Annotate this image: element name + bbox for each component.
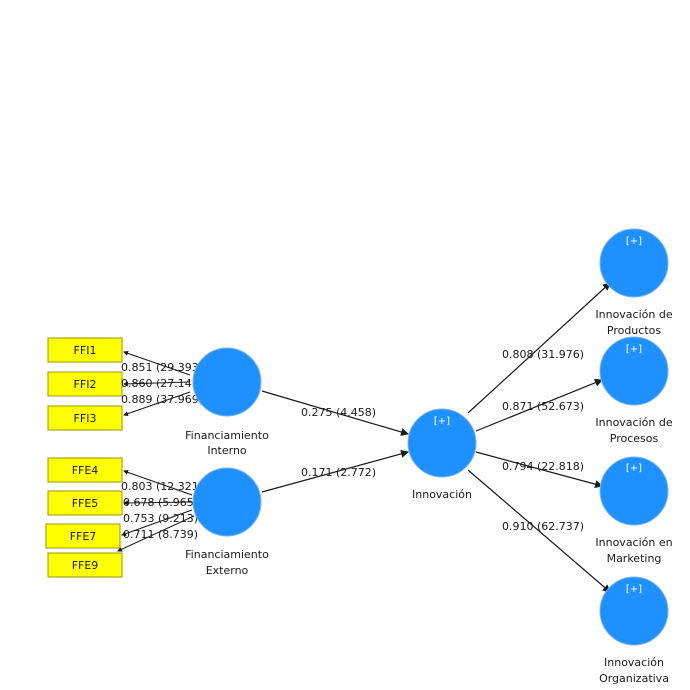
arrow-interno-ffi1 <box>123 350 191 376</box>
indicator-ffe4[interactable]: FFE4 <box>47 457 123 483</box>
construct-label: Financiamiento <box>185 429 269 442</box>
path-innovacion-organizativa: 0.910 (62.737) <box>502 520 584 533</box>
arrow-externo-ffe7 <box>121 509 193 537</box>
indicator-ffi3[interactable]: FFI3 <box>47 405 123 431</box>
indicator-ffe5[interactable]: FFE5 <box>47 490 123 516</box>
indicator-ffi2[interactable]: FFI2 <box>47 371 123 397</box>
arrow-innovacion-procesos <box>475 378 603 432</box>
indicator-label: FFI1 <box>74 344 97 357</box>
indicator-label: FFE7 <box>70 530 97 543</box>
arrow-innovacion-marketing <box>475 451 603 489</box>
indicator-label: FFE9 <box>72 559 99 572</box>
construct-label: Procesos <box>610 432 659 445</box>
path-innovacion-marketing: 0.794 (22.818) <box>502 460 584 473</box>
outer-loading-arrows <box>117 350 195 552</box>
expand-icon[interactable]: [+] <box>626 463 642 474</box>
arrow-interno-ffi3 <box>123 391 191 417</box>
path-externo-innovacion: 0.171 (2.772) <box>301 466 376 479</box>
construct-label: Innovación de <box>595 308 672 321</box>
indicator-ffe9[interactable]: FFE9 <box>47 552 123 578</box>
path-innovacion-procesos: 0.871 (52.673) <box>502 400 584 413</box>
expand-icon[interactable]: [+] <box>434 416 450 427</box>
indicator-ffi1[interactable]: FFI1 <box>47 337 123 363</box>
expand-icon[interactable]: [+] <box>626 236 642 247</box>
loading-ffe9: 0.711 (8.739) <box>123 528 198 541</box>
construct-label: Marketing <box>607 552 662 565</box>
arrow-innovacion-productos <box>467 282 611 414</box>
construct-label: Financiamiento <box>185 548 269 561</box>
construct-innovacion[interactable]: [+] Innovación <box>407 408 477 501</box>
loading-ffe5: 0.678 (5.965) <box>123 496 198 509</box>
indicator-label: FFE4 <box>72 464 99 477</box>
loading-ffi3: 0.889 (37.969) <box>121 393 203 406</box>
construct-label: Innovación de <box>595 416 672 429</box>
expand-icon[interactable]: [+] <box>626 584 642 595</box>
arrow-externo-innovacion <box>261 449 409 493</box>
path-innovacion-productos: 0.808 (31.976) <box>502 348 584 361</box>
construct-label: Innovación <box>412 488 472 501</box>
arrow-externo-ffe4 <box>123 469 193 496</box>
inner-path-arrows <box>261 282 611 593</box>
indicator-label: FFI3 <box>74 412 97 425</box>
arrow-innovacion-organizativa <box>467 469 611 593</box>
arrow-externo-ffe9 <box>117 515 195 552</box>
arrow-externo-ffe5 <box>123 500 193 506</box>
construct-label: Innovación <box>604 656 664 669</box>
construct-label: Productos <box>607 324 661 337</box>
construct-label: Interno <box>207 444 247 457</box>
construct-financiamiento-interno[interactable]: Financiamiento Interno <box>185 347 269 457</box>
outer-loadings: 0.851 (29.393) 0.860 (27.143) 0.889 (37.… <box>121 361 203 541</box>
construct-innovacion-procesos[interactable]: [+] Innovación de Procesos <box>595 336 673 445</box>
construct-label: Innovación en <box>595 536 672 549</box>
loading-ffi1: 0.851 (29.393) <box>121 361 203 374</box>
construct-innovacion-marketing[interactable]: [+] Innovación en Marketing <box>595 456 673 565</box>
expand-icon[interactable]: [+] <box>626 344 642 355</box>
loading-ffe4: 0.803 (12.321) <box>121 480 203 493</box>
indicator-label: FFE5 <box>72 497 99 510</box>
path-coefficients: 0.275 (4.458) 0.171 (2.772) 0.808 (31.97… <box>301 348 584 533</box>
path-interno-innovacion: 0.275 (4.458) <box>301 406 376 419</box>
construct-label: Organizativa <box>599 672 669 685</box>
arrow-interno-ffi2 <box>123 381 191 387</box>
construct-innovacion-productos[interactable]: [+] Innovación de Productos <box>595 228 673 337</box>
construct-label: Externo <box>206 564 249 577</box>
indicator-label: FFI2 <box>74 378 97 391</box>
arrow-interno-innovacion <box>261 390 409 436</box>
indicator-ffe7[interactable]: FFE7 <box>45 523 121 549</box>
loading-ffi2: 0.860 (27.143) <box>121 377 203 390</box>
loading-ffe7: 0.753 (9.213) <box>123 512 198 525</box>
construct-financiamiento-externo[interactable]: Financiamiento Externo <box>185 467 269 577</box>
construct-innovacion-organizativa[interactable]: [+] Innovación Organizativa <box>599 576 669 685</box>
